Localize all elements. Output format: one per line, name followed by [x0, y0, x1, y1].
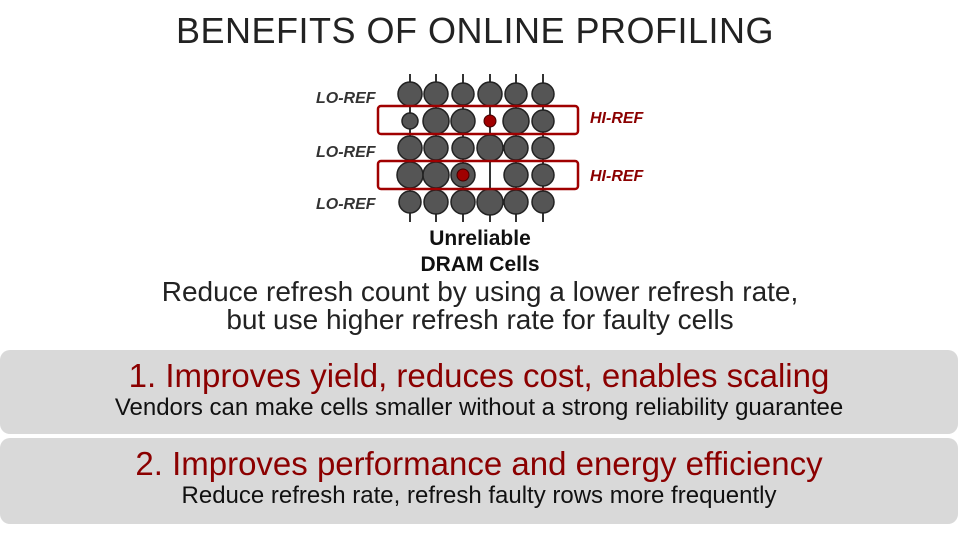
- benefit-2-heading: 2. Improves performance and energy effic…: [0, 446, 958, 482]
- dram-cell: [397, 162, 423, 188]
- faulty-dram-cell: [457, 169, 469, 181]
- hi-ref-label-1: HI-REF: [590, 110, 643, 128]
- lo-ref-label-3: LO-REF: [316, 196, 376, 214]
- page-title: BENEFITS OF ONLINE PROFILING: [0, 10, 950, 52]
- dram-cell: [451, 109, 475, 133]
- benefit-2-detail: Reduce refresh rate, refresh faulty rows…: [0, 482, 958, 510]
- benefit-panel-1: 1. Improves yield, reduces cost, enables…: [0, 350, 958, 434]
- dram-cell: [398, 136, 422, 160]
- dram-cell-array-diagram: [370, 70, 580, 230]
- dram-cell: [504, 136, 528, 160]
- lo-ref-label-1: LO-REF: [316, 90, 376, 108]
- hi-ref-label-2: HI-REF: [590, 168, 643, 186]
- dram-cell: [402, 113, 418, 129]
- cells-label-line-2: DRAM Cells: [400, 252, 560, 278]
- dram-cell: [503, 108, 529, 134]
- summary-line-2: but use higher refresh rate for faulty c…: [60, 306, 900, 334]
- dram-cell: [505, 83, 527, 105]
- faulty-dram-cell: [484, 115, 496, 127]
- dram-cell: [452, 137, 474, 159]
- dram-cell: [451, 190, 475, 214]
- cells-label-line-1: Unreliable: [400, 226, 560, 252]
- dram-cell: [398, 82, 422, 106]
- summary-text: Reduce refresh count by using a lower re…: [60, 278, 900, 334]
- dram-cell: [423, 108, 449, 134]
- dram-cell: [452, 83, 474, 105]
- dram-cell: [532, 191, 554, 213]
- unreliable-cells-label: Unreliable DRAM Cells: [400, 226, 560, 278]
- dram-cell: [399, 191, 421, 213]
- lo-ref-label-2: LO-REF: [316, 144, 376, 162]
- dram-cell: [478, 82, 502, 106]
- dram-cell: [424, 82, 448, 106]
- dram-cell: [477, 135, 503, 161]
- summary-line-1: Reduce refresh count by using a lower re…: [60, 278, 900, 306]
- dram-cell: [424, 190, 448, 214]
- dram-cell: [477, 189, 503, 215]
- dram-cell: [532, 83, 554, 105]
- dram-cell: [423, 162, 449, 188]
- dram-cell: [424, 136, 448, 160]
- benefit-panel-2: 2. Improves performance and energy effic…: [0, 438, 958, 524]
- dram-cell: [532, 164, 554, 186]
- dram-cell: [504, 163, 528, 187]
- dram-cell: [532, 110, 554, 132]
- dram-cell: [504, 190, 528, 214]
- benefit-1-detail: Vendors can make cells smaller without a…: [0, 394, 958, 422]
- dram-cell: [532, 137, 554, 159]
- benefit-1-heading: 1. Improves yield, reduces cost, enables…: [0, 358, 958, 394]
